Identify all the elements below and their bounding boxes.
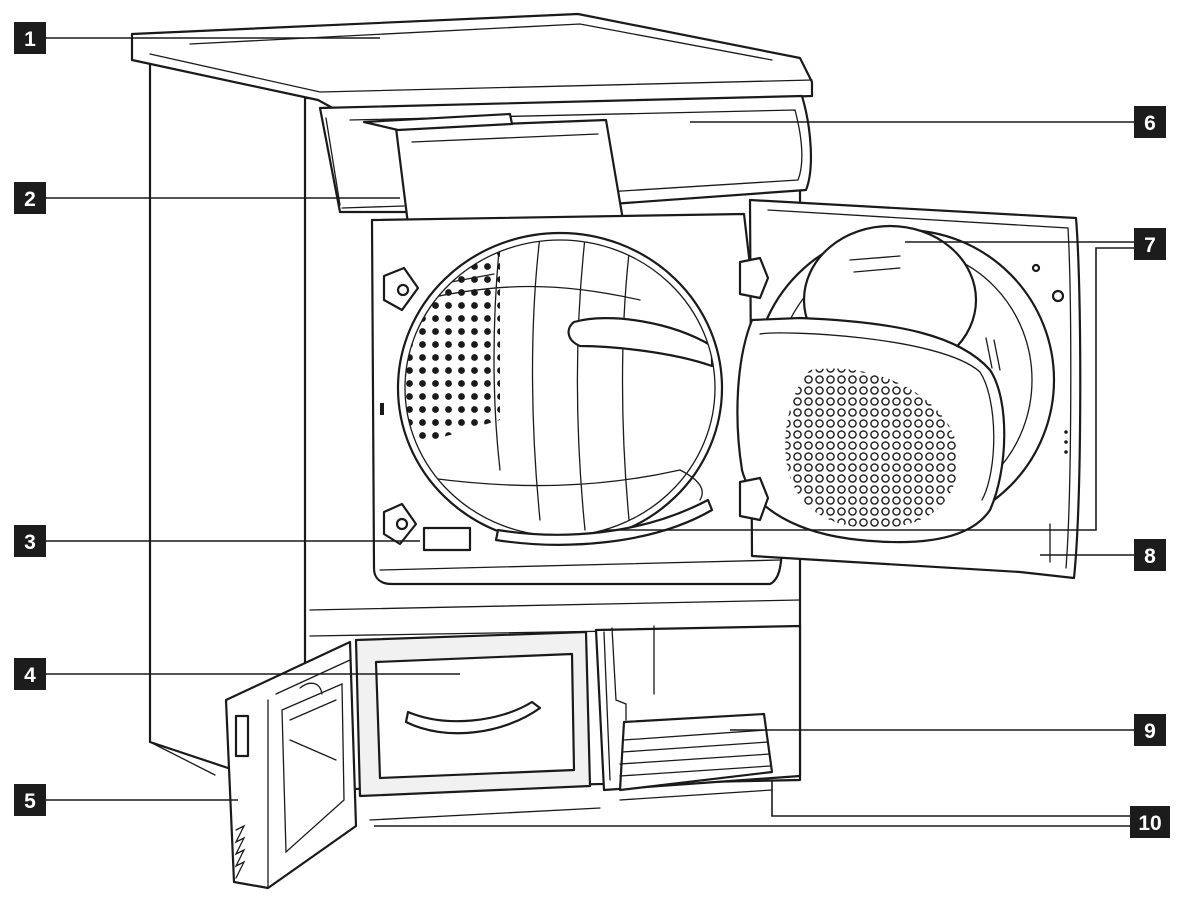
filter-slot <box>494 498 714 546</box>
callout-7: 7 <box>1134 228 1166 260</box>
callout-8: 8 <box>1134 539 1166 571</box>
leader-7b <box>604 247 1134 531</box>
side-panel-bottom-edge <box>149 741 216 776</box>
callout-6: 6 <box>1134 106 1166 138</box>
water-container-recess <box>362 112 514 132</box>
condenser-flap <box>224 640 358 890</box>
callout-1-label: 1 <box>24 28 36 51</box>
callout-4-label: 4 <box>24 664 36 687</box>
callout-5: 5 <box>14 784 46 816</box>
callout-5-label: 5 <box>24 790 36 813</box>
rating-plate <box>422 526 472 552</box>
leader-lines <box>46 37 1134 827</box>
filter-mesh <box>785 368 959 529</box>
callout-4: 4 <box>14 658 46 690</box>
door-hinge-lower <box>738 476 770 522</box>
callout-10-label: 10 <box>1138 812 1161 835</box>
callout-8-label: 8 <box>1144 545 1156 568</box>
callout-10: 10 <box>1130 806 1170 838</box>
callout-7-label: 7 <box>1144 234 1156 257</box>
callout-2-label: 2 <box>24 188 36 211</box>
callout-9: 9 <box>1134 714 1166 746</box>
door-hinge-upper <box>738 256 770 300</box>
callout-3: 3 <box>14 525 46 557</box>
air-vents <box>618 712 774 792</box>
callout-3-label: 3 <box>24 531 36 554</box>
callout-6-label: 6 <box>1144 112 1156 135</box>
callout-1: 1 <box>14 22 46 54</box>
callout-2: 2 <box>14 182 46 214</box>
heat-exchanger-handle <box>404 700 542 735</box>
callout-9-label: 9 <box>1144 720 1156 743</box>
leader-10a <box>771 780 1134 817</box>
top-cover-edge <box>149 53 813 93</box>
